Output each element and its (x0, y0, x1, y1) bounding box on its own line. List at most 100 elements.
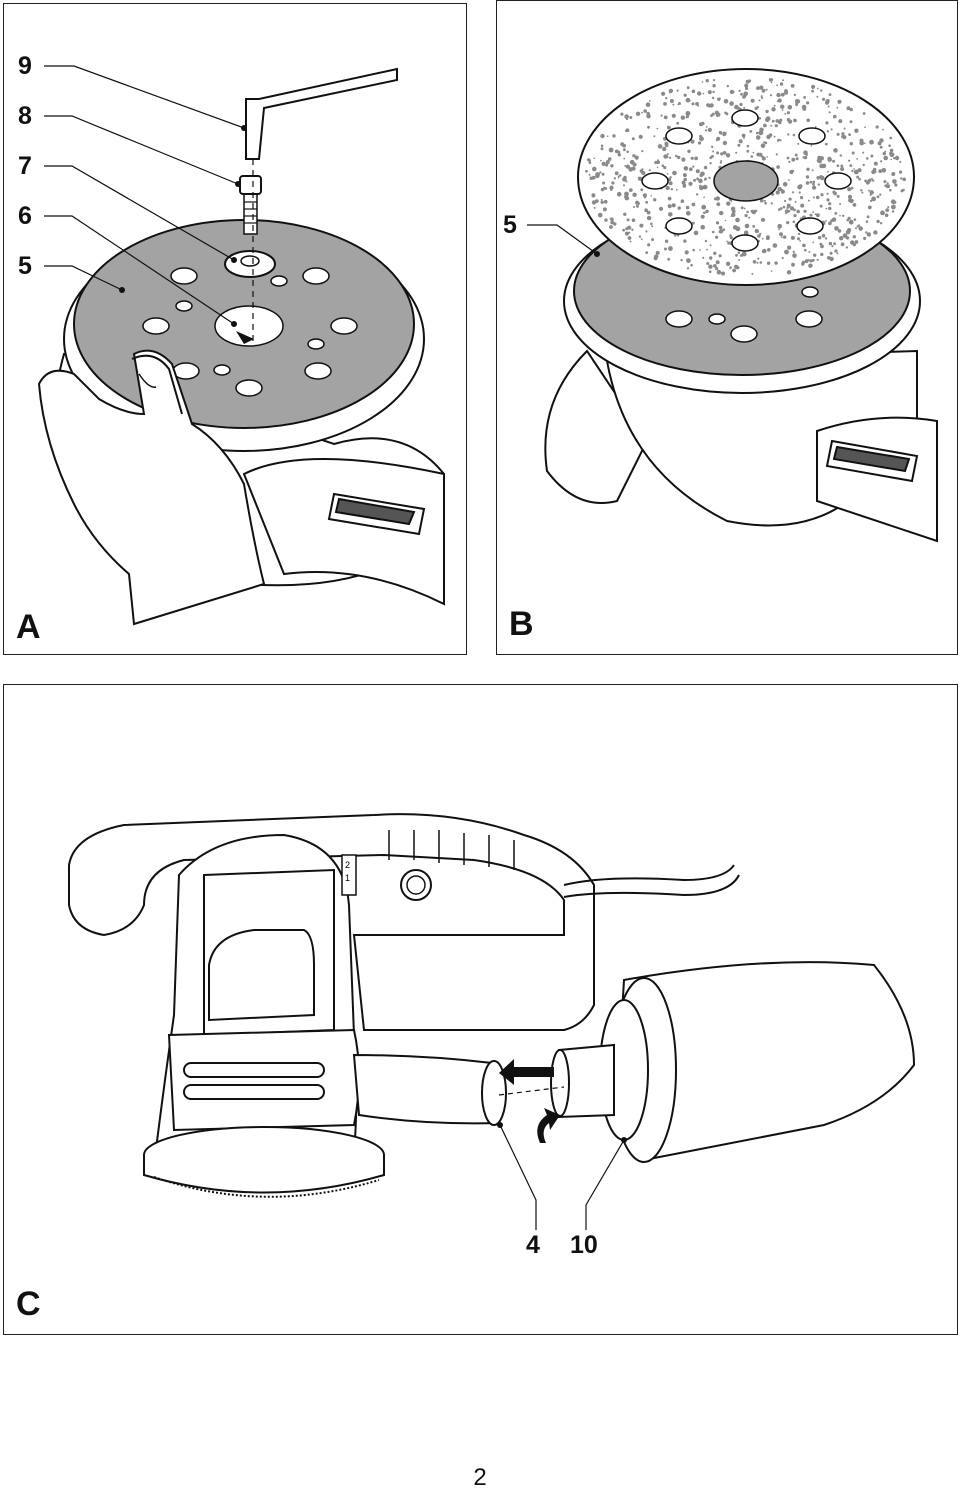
grit-dot (746, 149, 750, 153)
grit-dot (737, 251, 741, 254)
grit-dot (869, 139, 874, 145)
grit-dot (631, 218, 636, 222)
grit-dot (607, 157, 612, 161)
grit-dot (713, 264, 717, 268)
grit-dot (781, 109, 784, 111)
grit-dot (766, 235, 770, 240)
grit-dot (849, 164, 853, 168)
grit-dot (882, 151, 886, 156)
grit-dot (691, 89, 696, 94)
grit-dot (690, 139, 695, 144)
grit-dot (816, 258, 819, 261)
grit-dot (774, 261, 778, 265)
grit-dot (689, 167, 693, 171)
grit-dot (592, 166, 597, 172)
grit-dot (861, 191, 864, 194)
callout-hex-key: 9 (18, 52, 32, 80)
grit-dot (767, 248, 771, 252)
grit-dot (849, 107, 853, 112)
grit-dot (719, 161, 723, 164)
grit-dot (697, 141, 702, 145)
grit-dot (718, 225, 723, 230)
callout-dust-bag: 10 (570, 1231, 598, 1259)
grit-dot (873, 161, 878, 166)
grit-dot (796, 209, 800, 214)
grit-dot (900, 189, 904, 193)
grit-dot (589, 176, 594, 181)
grit-dot (716, 202, 721, 207)
grit-dot (690, 156, 694, 160)
grit-dot (746, 144, 750, 148)
grit-dot (683, 166, 689, 171)
grit-dot (718, 230, 722, 234)
grit-dot (800, 196, 804, 200)
grit-dot (816, 176, 820, 180)
grit-dot (771, 119, 775, 123)
grit-dot (847, 194, 853, 199)
grit-dot (788, 210, 791, 213)
grit-dot (692, 248, 695, 252)
grit-dot (855, 227, 857, 230)
grit-dot (592, 195, 595, 198)
grit-dot (623, 195, 626, 198)
grit-dot (641, 168, 644, 171)
grit-dot (848, 133, 851, 137)
grit-dot (602, 181, 606, 185)
grit-dot (884, 213, 889, 217)
grit-dot (759, 127, 764, 132)
grit-dot (585, 170, 588, 173)
grit-dot (774, 124, 778, 128)
grit-dot (647, 125, 650, 129)
grit-dot (883, 180, 887, 184)
grit-dot (821, 163, 827, 169)
grit-dot (819, 175, 823, 178)
grit-dot (833, 191, 837, 196)
grit-dot (627, 225, 632, 230)
grit-dot (655, 250, 660, 255)
grit-dot (650, 195, 652, 197)
grit-dot (845, 236, 848, 239)
grit-dot (731, 212, 736, 217)
grit-dot (852, 235, 856, 239)
grit-dot (792, 220, 796, 224)
grit-dot (800, 203, 805, 208)
grit-dot (691, 102, 695, 106)
grit-dot (752, 225, 756, 228)
grit-dot (656, 127, 659, 130)
grit-dot (878, 169, 883, 174)
grit-dot (691, 202, 696, 207)
grit-dot (663, 137, 665, 140)
grit-dot (874, 171, 877, 174)
grit-dot (891, 210, 895, 213)
grit-dot (640, 238, 643, 241)
grit-dot (798, 191, 801, 194)
grit-dot (720, 152, 724, 156)
grit-dot (646, 215, 652, 221)
grit-dot (900, 177, 903, 180)
grit-dot (836, 252, 839, 255)
grit-dot (839, 236, 844, 241)
grit-dot (745, 79, 750, 84)
grit-dot (866, 232, 872, 237)
grit-dot (752, 260, 757, 264)
grit-dot (853, 168, 855, 170)
grit-dot (807, 199, 810, 202)
grit-dot (645, 102, 651, 107)
grit-dot (862, 112, 866, 115)
grit-dot (763, 123, 767, 128)
grit-dot (842, 135, 847, 140)
grit-dot (870, 154, 874, 158)
grit-dot (779, 232, 783, 237)
grit-dot (893, 157, 896, 160)
grit-dot (851, 151, 855, 155)
grit-dot (770, 124, 773, 127)
grit-dot (704, 178, 706, 181)
grit-dot (702, 256, 705, 259)
grit-dot (722, 131, 727, 136)
grit-dot (668, 212, 673, 217)
grit-dot (843, 127, 846, 130)
grit-dot (629, 240, 632, 243)
grit-dot (634, 155, 639, 160)
grit-dot (727, 241, 731, 245)
grit-dot (595, 172, 600, 177)
